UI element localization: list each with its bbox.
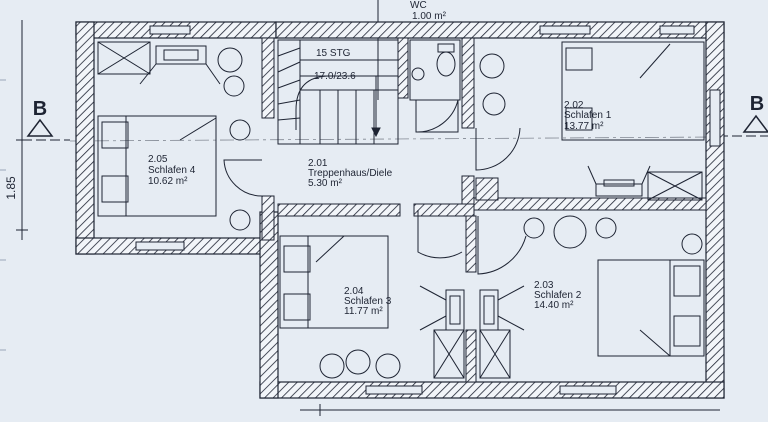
wc-area: 1.00 m² — [412, 11, 447, 22]
schlafen4-name: Schlafen 4 — [148, 165, 196, 176]
binder-marks — [0, 79, 6, 351]
schlafen2-name: Schlafen 2 — [534, 290, 582, 301]
stair-area: 5.30 m² — [308, 178, 343, 189]
svg-text:B: B — [750, 93, 764, 115]
stair-steps-label: 15 STG — [316, 48, 351, 59]
section-marker-right: B — [718, 93, 768, 137]
schlafen4-number: 2.05 — [148, 154, 168, 165]
schlafen1-number: 2.02 — [564, 100, 584, 111]
wc-label: WC — [410, 0, 427, 11]
schlafen1-name: Schlafen 1 — [564, 110, 612, 121]
interior-walls — [261, 37, 707, 383]
schlafen2-furniture — [477, 215, 705, 379]
schlafen3-number: 2.04 — [344, 286, 364, 297]
stair-ratio-label: 17.0/23.6 — [314, 71, 356, 82]
stair-name: Treppenhaus/Diele — [308, 168, 393, 179]
schlafen3-name: Schlafen 3 — [344, 296, 392, 307]
svg-text:B: B — [33, 98, 47, 120]
schlafen1-furniture — [475, 41, 705, 201]
section-marker-left: B — [22, 98, 70, 141]
schlafen1-area: 13.77 m² — [564, 121, 604, 132]
schlafen4-area: 10.62 m² — [148, 176, 188, 187]
dimension-label: 1.85 — [4, 176, 18, 200]
schlafen2-number: 2.03 — [534, 280, 554, 291]
bottom-edge-marks — [300, 404, 720, 416]
schlafen4-furniture — [97, 41, 263, 231]
wc-fixtures — [409, 39, 461, 133]
staircase — [277, 39, 399, 145]
windows — [135, 25, 721, 395]
schlafen3-furniture — [279, 210, 465, 379]
schlafen2-area: 14.40 m² — [534, 300, 574, 311]
stair-number: 2.01 — [308, 158, 328, 169]
schlafen3-area: 11.77 m² — [344, 306, 383, 317]
section-line — [69, 136, 719, 142]
